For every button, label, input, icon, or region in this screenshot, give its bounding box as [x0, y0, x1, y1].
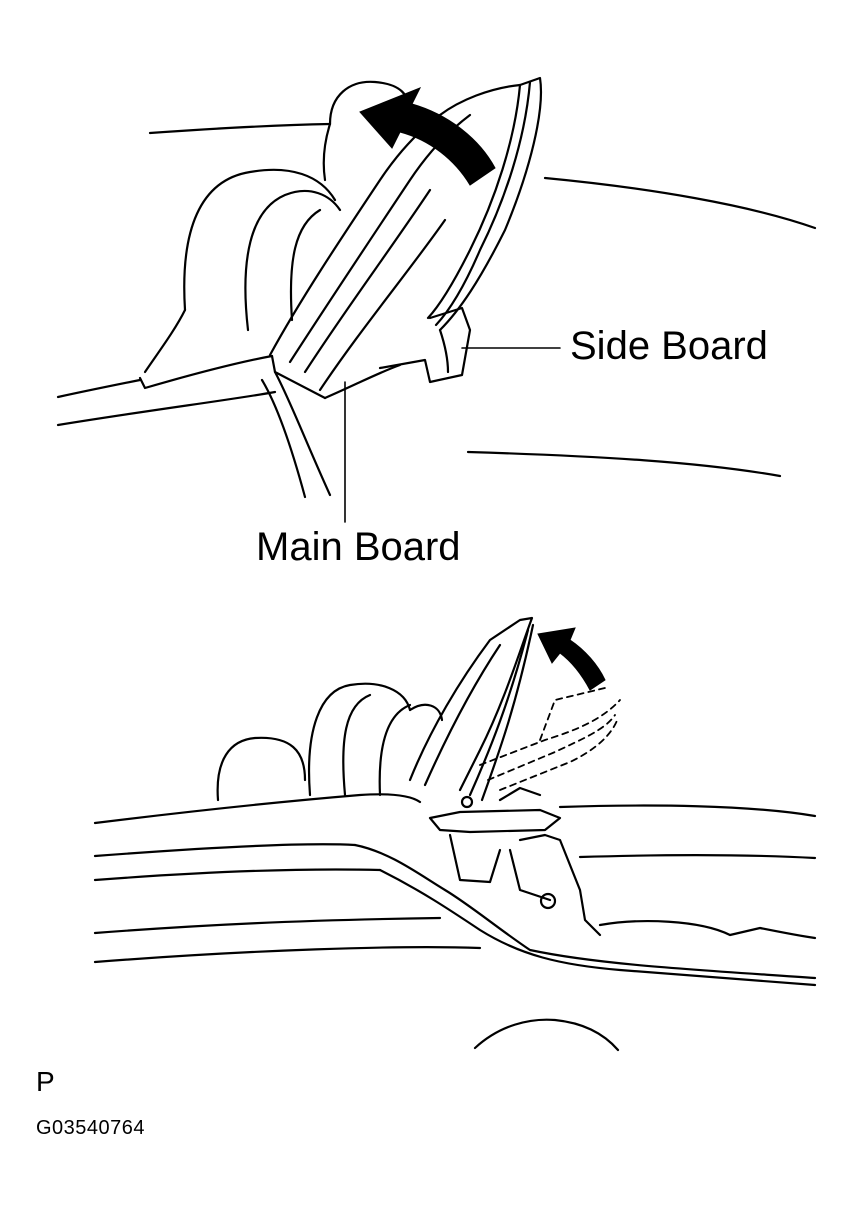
leader-lines: [344, 347, 561, 523]
view-code: P: [36, 1066, 55, 1097]
body-panels: [93, 793, 817, 987]
partial-circle-lower: [473, 1018, 620, 1052]
bottom-illustration: [93, 616, 817, 1052]
seats: [216, 682, 444, 802]
body-contour-lines: [56, 122, 817, 478]
curved-arrow: [359, 87, 496, 186]
figure-id: G03540764: [36, 1117, 146, 1139]
curved-arrow-small: [537, 627, 606, 691]
side-board: [378, 76, 543, 384]
hinge-mechanism: [428, 786, 602, 937]
board-open-position: [408, 616, 535, 809]
seat-back: [143, 168, 342, 374]
main-board-label: Main Board: [256, 525, 461, 569]
main-board: [138, 113, 472, 499]
side-board-label: Side Board: [570, 324, 768, 368]
top-illustration: [56, 76, 817, 523]
board-stowed-position: [479, 687, 621, 791]
